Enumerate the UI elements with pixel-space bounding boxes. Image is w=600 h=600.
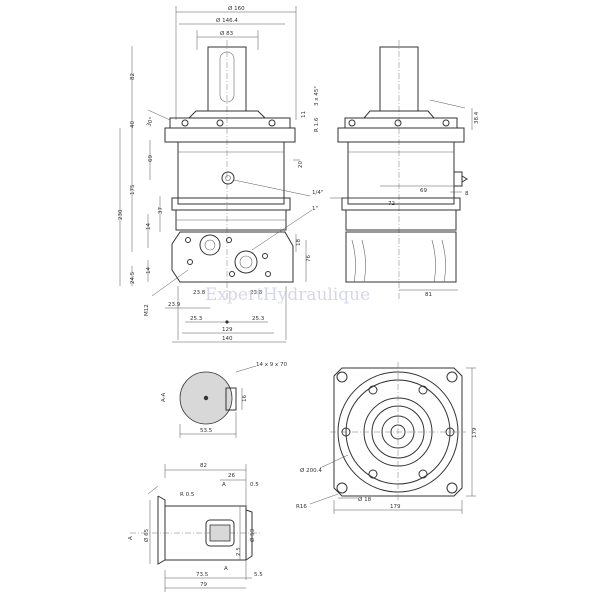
top-d18: Ø 18	[358, 496, 372, 503]
shaft-aa: A-A	[161, 392, 167, 402]
shaft-key: 14 x 9 x 70	[256, 362, 288, 368]
front-port-one-inch: 1"	[312, 206, 318, 212]
front-dim-m12: M12	[144, 304, 150, 316]
shaft-detail: 82 26 A 0.5 R 0.5 Ø 65 A Ø 53 2.5 A 73.5…	[128, 463, 263, 592]
detail-a-top: A	[222, 482, 226, 488]
front-dim-239: 23.9	[168, 302, 181, 308]
front-dim-40: 40	[130, 121, 136, 128]
side-dim-384: 38.4	[474, 111, 480, 124]
shaft-section: 14 x 9 x 70 A-A 16 53.5	[161, 362, 288, 438]
detail-w82: 82	[200, 463, 207, 469]
front-dim-20: 20	[298, 161, 304, 168]
front-dim-253a: 25.3	[190, 316, 203, 322]
detail-d50: 2.5	[236, 547, 242, 556]
front-dim-140: 140	[222, 336, 233, 342]
front-dim-d146: Ø 146.4	[216, 17, 238, 24]
front-dim-69: 69	[148, 155, 154, 162]
front-dim-18: 18	[296, 239, 302, 246]
front-dim-82: 82	[130, 73, 136, 80]
side-dim-72: 72	[388, 201, 395, 207]
detail-r05: R 0.5	[180, 492, 195, 498]
front-dim-24: 24.5	[130, 271, 136, 284]
side-dim-8: 8	[465, 191, 469, 197]
front-dim-253b: 25.3	[252, 316, 265, 322]
front-dim-37: 37	[158, 207, 164, 214]
front-view: Ø 160 Ø 146.4 Ø 83	[118, 5, 323, 343]
detail-d65: Ø 65	[143, 528, 150, 542]
front-dim-d83: Ø 83	[220, 30, 234, 37]
front-dim-30deg: 30°	[146, 116, 155, 127]
front-dim-14b: 14	[146, 267, 152, 274]
watermark: ExpertHydraulique	[205, 285, 370, 305]
side-dim-81: 81	[425, 292, 432, 298]
front-dim-238b: 23.8	[250, 290, 263, 296]
front-dim-230: 230	[118, 209, 124, 220]
shaft-d535: 53.5	[200, 428, 213, 434]
side-dim-11: 11	[301, 111, 307, 118]
top-w179: 179	[390, 504, 401, 510]
front-dim-14a: 14	[146, 223, 152, 230]
side-dim-69: 69	[420, 188, 427, 194]
shaft-d16: 16	[242, 395, 248, 402]
detail-w55: 5.5	[254, 572, 263, 578]
top-d2004: Ø 200.4	[300, 467, 322, 474]
top-view: Ø 200.4 Ø 18 R16 179 179	[296, 362, 478, 514]
top-h179: 179	[472, 427, 478, 438]
front-port-quarter: 1/4"	[312, 190, 323, 196]
front-dim-76: 76	[306, 255, 312, 262]
side-view: 3 x 45° 11 R 1.6 38.4 69 8 72 81	[301, 40, 480, 300]
detail-a-bot: A	[224, 566, 228, 572]
front-dim-129: 129	[222, 327, 233, 333]
front-dim-175: 175	[130, 184, 136, 195]
detail-a-left: A	[128, 536, 134, 540]
front-dim-238a: 23.8	[193, 290, 206, 296]
side-dim-r16: R 1.6	[314, 117, 320, 132]
detail-w735: 73.5	[196, 572, 209, 578]
detail-w26: 26	[228, 473, 235, 479]
detail-d53: Ø 53	[249, 528, 256, 542]
detail-w79: 79	[200, 582, 207, 588]
front-dim-d160: Ø 160	[228, 5, 245, 12]
detail-d05: 0.5	[250, 482, 259, 488]
top-r16: R16	[296, 504, 307, 510]
side-chamfer: 3 x 45°	[314, 86, 320, 106]
